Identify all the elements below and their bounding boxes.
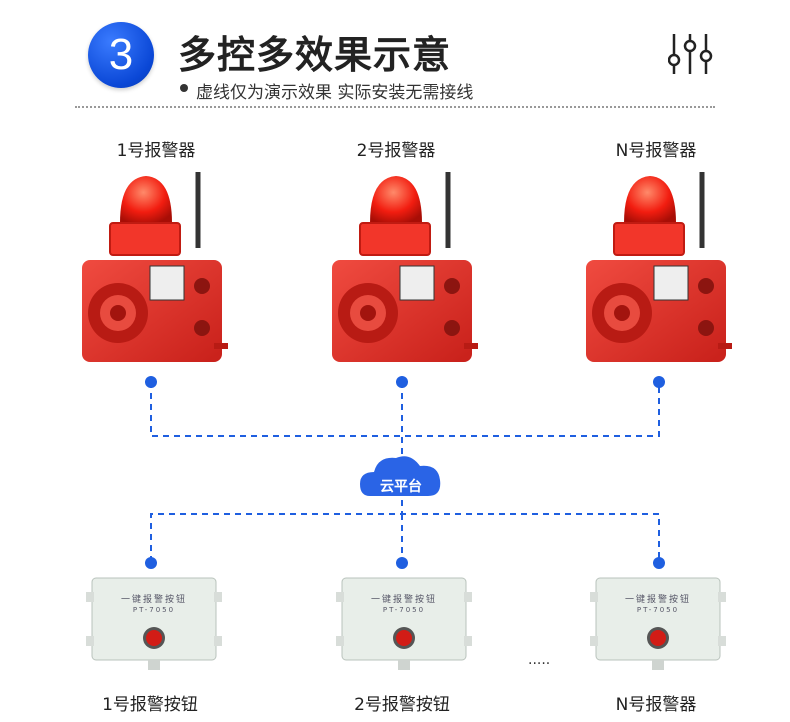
button-label-n: N号报警器 [615,695,697,715]
connector-dot [145,557,157,569]
alarm-label-2: 2号报警器 [356,141,436,161]
header-divider [75,106,715,108]
button-panel-2 [336,577,472,670]
panel-title-n: 一键报警按钮 [624,595,691,605]
alarm-label-1: 1号报警器 [116,141,196,161]
connector-dot [653,557,665,569]
alarm-device-1 [82,172,228,362]
panel-model-2: PT-7050 [382,606,426,614]
panel-title-1: 一键报警按钮 [120,595,187,605]
connector-dot [396,557,408,569]
button-label-2: 2号报警按钮 [354,695,450,715]
connector-dot [145,376,157,388]
panel-model-n: PT-7050 [636,606,680,614]
connector-dot [653,376,665,388]
button-panel-n [590,577,726,670]
alarm-device-n [586,172,732,362]
ellipsis: ..... [528,652,551,668]
connector-dot [396,376,408,388]
cloud-platform-label: 云平台 [380,479,422,495]
button-label-1: 1号报警按钮 [102,695,198,715]
alarm-device-2 [332,172,478,362]
bullet-dot [180,84,188,92]
page-subtitle: 虚线仅为演示效果 实际安装无需接线 [196,83,474,103]
panel-model-1: PT-7050 [132,606,176,614]
button-panel-1 [86,577,222,670]
panel-title-2: 一键报警按钮 [370,595,437,605]
cloud-icon [360,456,441,496]
alarm-label-n: N号报警器 [615,141,697,161]
step-number-badge: 3 [88,22,154,88]
sliders-icon [668,34,713,74]
page-title: 多控多效果示意 [178,33,452,77]
